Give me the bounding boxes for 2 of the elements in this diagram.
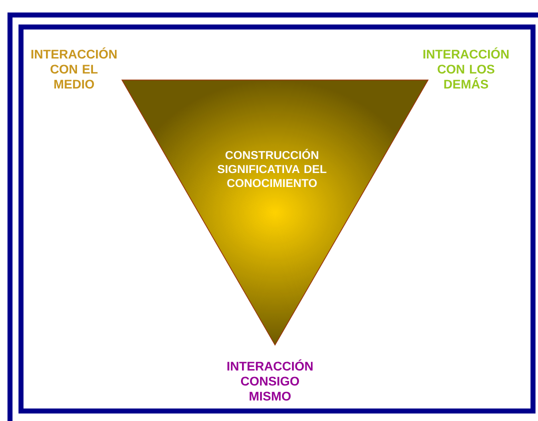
corner-label: INTERACCIÓN CON EL MEDIO — [31, 47, 117, 89]
corner-label: INTERACCIÓN CONSIGO MISMO — [227, 359, 313, 401]
